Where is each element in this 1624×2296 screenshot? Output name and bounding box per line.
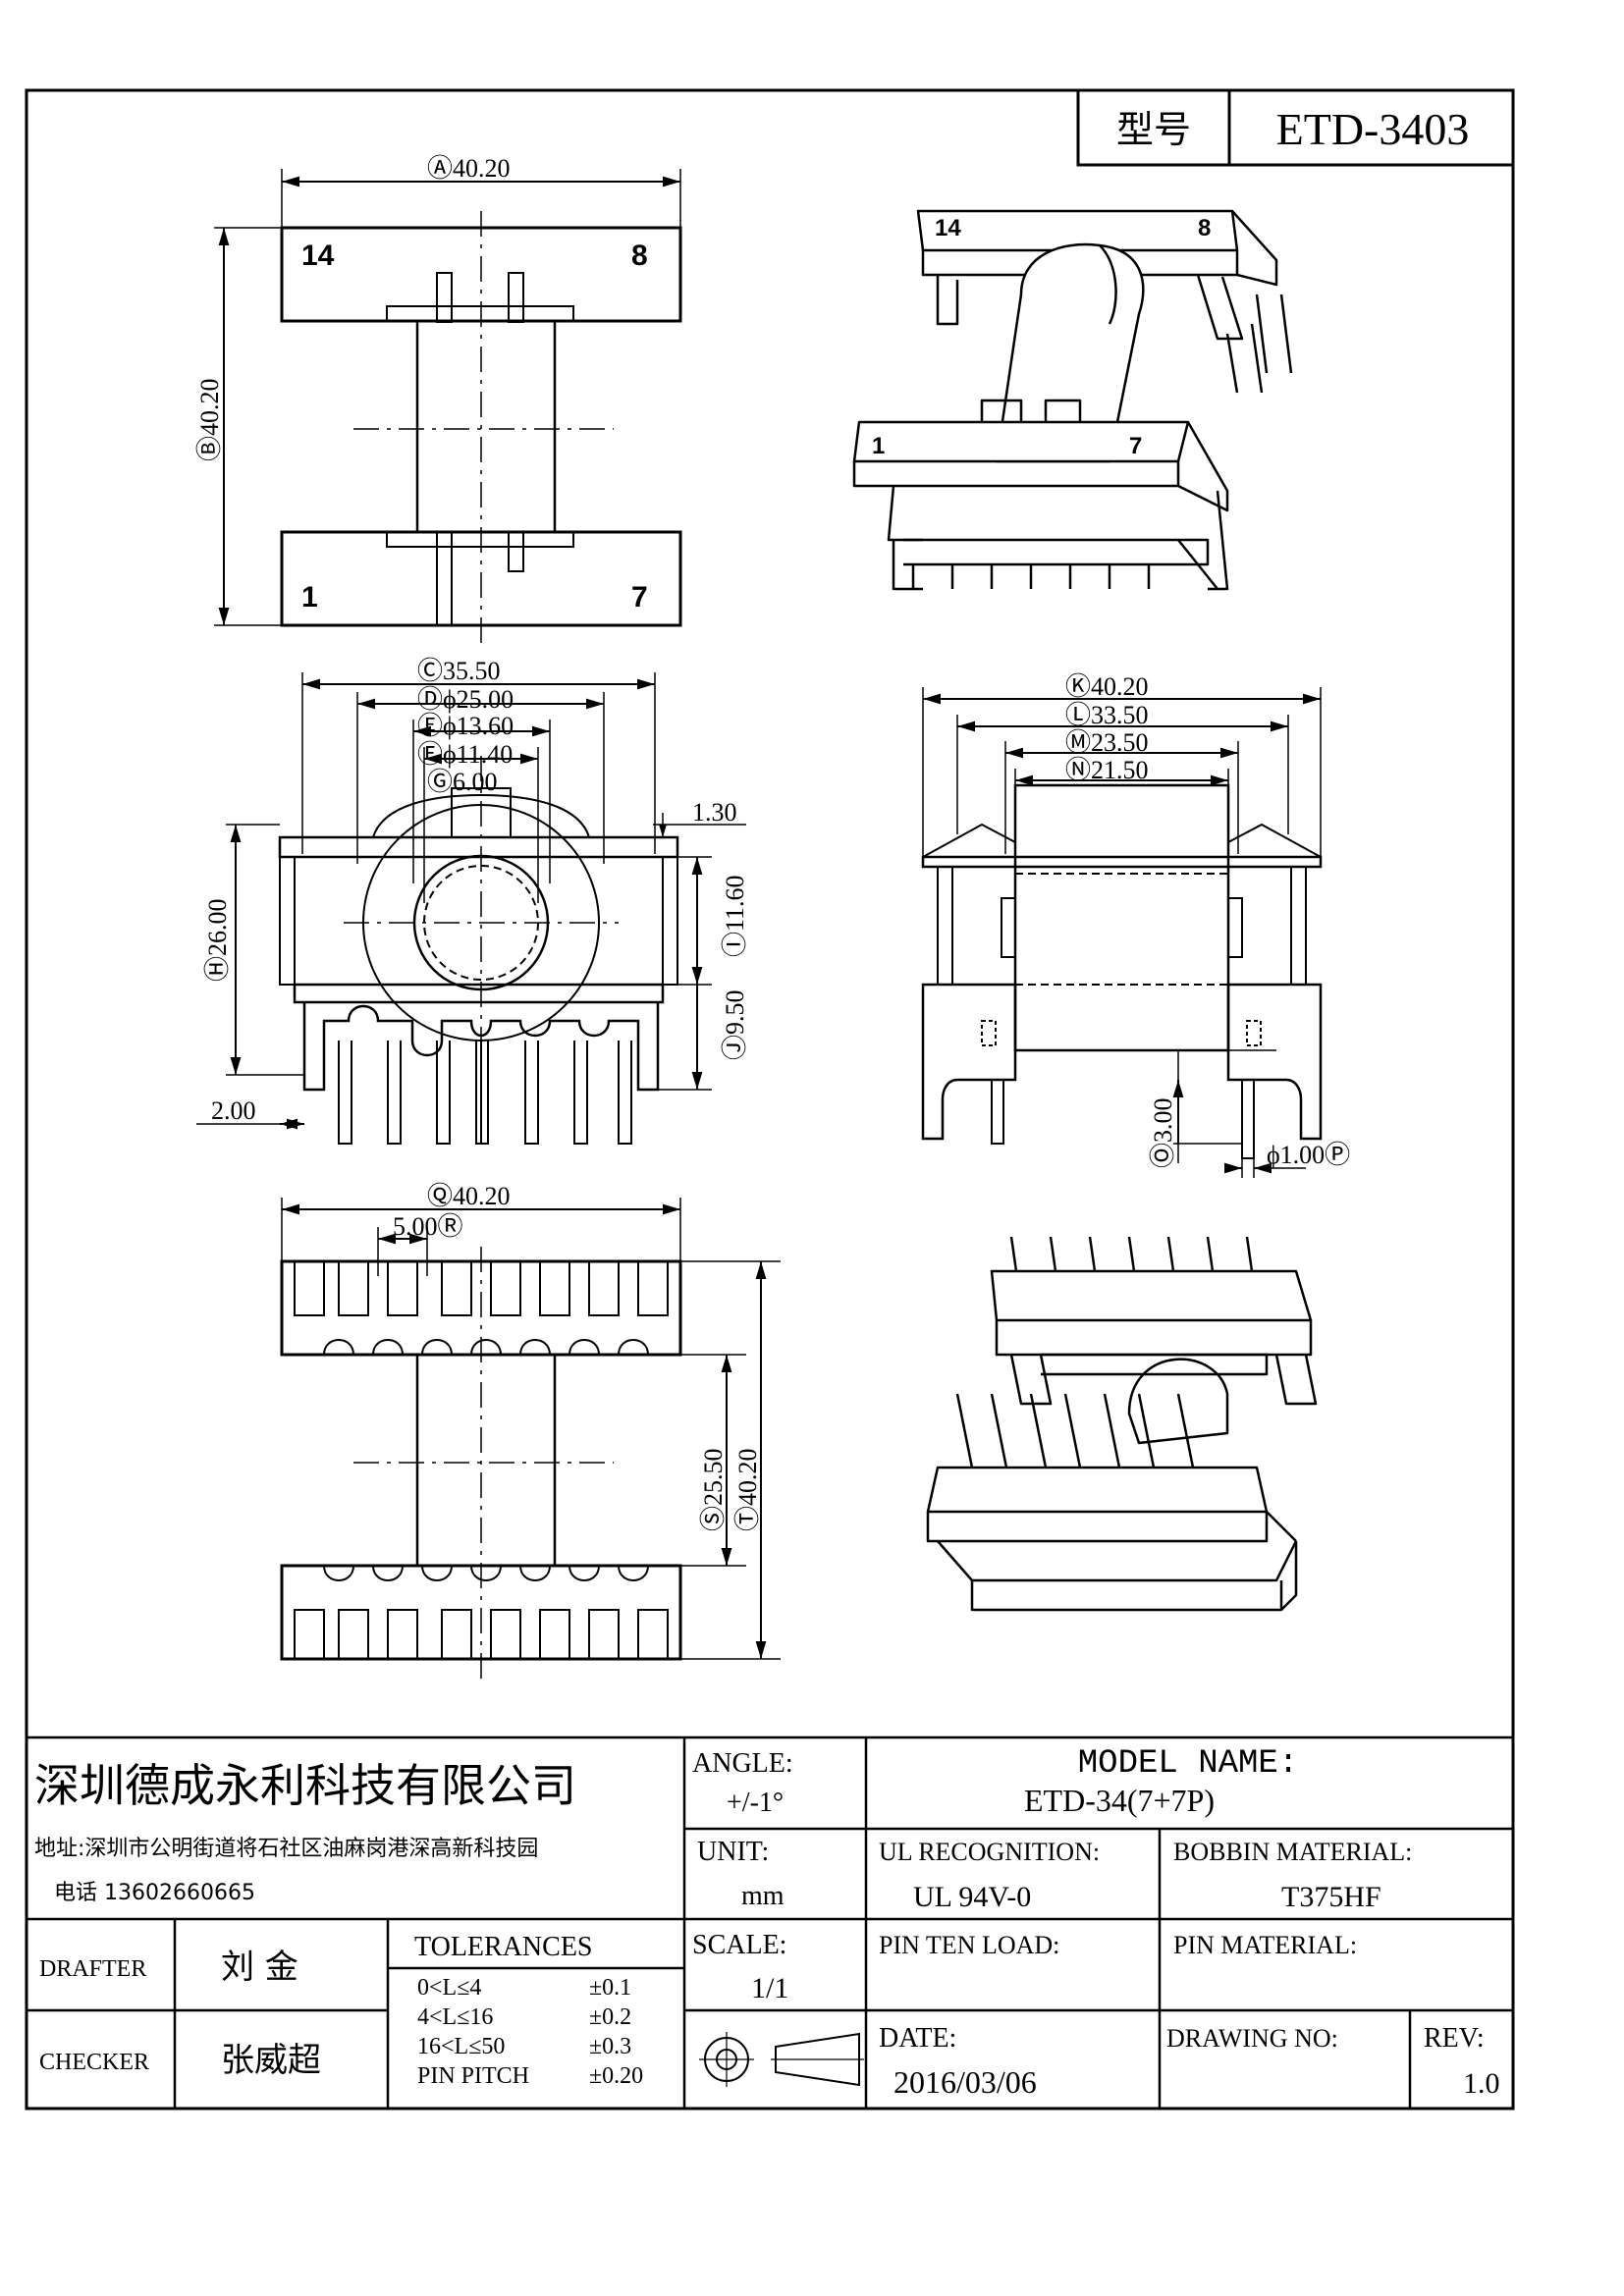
- dim-a: Ⓐ40.20: [427, 154, 511, 183]
- model-header: 型号 ETD-3403: [1076, 88, 1515, 167]
- dim-d: Ⓓϕ25.00: [417, 685, 514, 714]
- dim-t: Ⓣ40.20: [733, 1448, 762, 1531]
- dim-j: Ⓙ9.50: [721, 989, 749, 1060]
- angle-label: ANGLE:: [692, 1748, 793, 1779]
- tol-range-1: 0<L≤4: [417, 1975, 481, 2001]
- angle-value: +/-1°: [727, 1788, 784, 1818]
- dim-f: Ⓕϕ11.40: [417, 740, 513, 769]
- top-view: [214, 169, 682, 643]
- scale-label: SCALE:: [692, 1930, 786, 1960]
- tolerances-label: TOLERANCES: [414, 1932, 593, 1962]
- sheet-border: [25, 88, 1515, 2110]
- iso-pin-1: 1: [872, 433, 885, 459]
- bobbin-value: T375HF: [1281, 1881, 1381, 1913]
- projection-symbol-icon: [699, 2032, 864, 2087]
- company-address: 地址:深圳市公明街道将石社区油麻岗港深高新科技园: [34, 1837, 538, 1861]
- tol-range-4: PIN PITCH: [417, 2063, 529, 2089]
- dim-flange: 1.30: [692, 798, 737, 827]
- dim-m: Ⓜ23.50: [1065, 728, 1149, 757]
- dim-c: Ⓒ35.50: [417, 657, 501, 685]
- pin-label-14: 14: [301, 240, 335, 272]
- pin-label-7: 7: [631, 581, 648, 614]
- dim-s: Ⓢ25.50: [699, 1448, 728, 1531]
- company-name: 深圳德成永利科技有限公司: [34, 1759, 576, 1812]
- unit-label: UNIT:: [697, 1837, 769, 1867]
- dim-pin-offset: 2.00: [211, 1096, 256, 1125]
- isometric-view-bottom: [926, 1236, 1318, 1612]
- drafter-label: DRAFTER: [39, 1956, 146, 1982]
- rev-label: REV:: [1424, 2023, 1485, 2054]
- dim-o: Ⓞ3.00: [1149, 1097, 1177, 1168]
- scale-value: 1/1: [751, 1972, 788, 2004]
- dim-r: 5.00Ⓡ: [393, 1212, 463, 1241]
- bottom-view: [280, 1198, 781, 1679]
- checker-value: 张威超: [221, 2041, 321, 2080]
- checker-label: CHECKER: [39, 2050, 149, 2075]
- drafter-value: 刘 金: [221, 1948, 298, 1987]
- company-phone: 电话 13602660665: [54, 1881, 255, 1905]
- isometric-view-top: [852, 209, 1293, 591]
- model-name-label: MODEL NAME:: [1078, 1745, 1298, 1783]
- bobbin-label: BOBBIN MATERIAL:: [1173, 1838, 1412, 1866]
- tol-value-4: ±0.20: [589, 2063, 643, 2089]
- ul-value: UL 94V-0: [913, 1881, 1031, 1913]
- model-value: ETD-3403: [1276, 104, 1470, 154]
- date-label: DATE:: [879, 2023, 956, 2054]
- pin-material-label: PIN MATERIAL:: [1173, 1931, 1357, 1959]
- pin-label-8: 8: [631, 240, 648, 272]
- tol-value-1: ±0.1: [589, 1975, 631, 2001]
- dim-q: Ⓠ40.20: [427, 1182, 511, 1210]
- tol-range-2: 4<L≤16: [417, 2004, 493, 2030]
- pin-label-1: 1: [301, 581, 318, 614]
- dim-n: Ⓝ21.50: [1065, 756, 1149, 784]
- date-value: 2016/03/06: [893, 2064, 1037, 2100]
- tol-range-3: 16<L≤50: [417, 2034, 505, 2059]
- dim-g: Ⓖ6.00: [427, 768, 498, 796]
- dim-p: ϕ1.00Ⓟ: [1267, 1141, 1350, 1169]
- dim-e: Ⓔϕ13.60: [417, 712, 514, 740]
- iso-pin-8: 8: [1198, 215, 1211, 241]
- front-view: [196, 672, 746, 1145]
- dim-l: Ⓛ33.50: [1065, 701, 1149, 729]
- iso-pin-14: 14: [935, 215, 961, 241]
- model-label: 型号: [1116, 108, 1191, 151]
- drawing-no-label: DRAWING NO:: [1166, 2024, 1338, 2053]
- dim-h: Ⓗ26.00: [203, 898, 232, 982]
- tol-value-3: ±0.3: [589, 2034, 631, 2059]
- iso-pin-7: 7: [1129, 433, 1142, 459]
- pin-ten-label: PIN TEN LOAD:: [879, 1931, 1059, 1959]
- ul-label: UL RECOGNITION:: [879, 1838, 1100, 1866]
- unit-value: mm: [741, 1881, 785, 1911]
- title-block-lines: [27, 1735, 1513, 2109]
- tol-value-2: ±0.2: [589, 2004, 631, 2030]
- dim-i: Ⓘ11.60: [721, 875, 749, 957]
- dim-b: Ⓑ40.20: [195, 378, 224, 461]
- dim-k: Ⓚ40.20: [1065, 672, 1149, 701]
- rev-value: 1.0: [1463, 2067, 1500, 2100]
- model-name-value: ETD-34(7+7P): [1024, 1783, 1215, 1818]
- side-view: [921, 687, 1323, 1178]
